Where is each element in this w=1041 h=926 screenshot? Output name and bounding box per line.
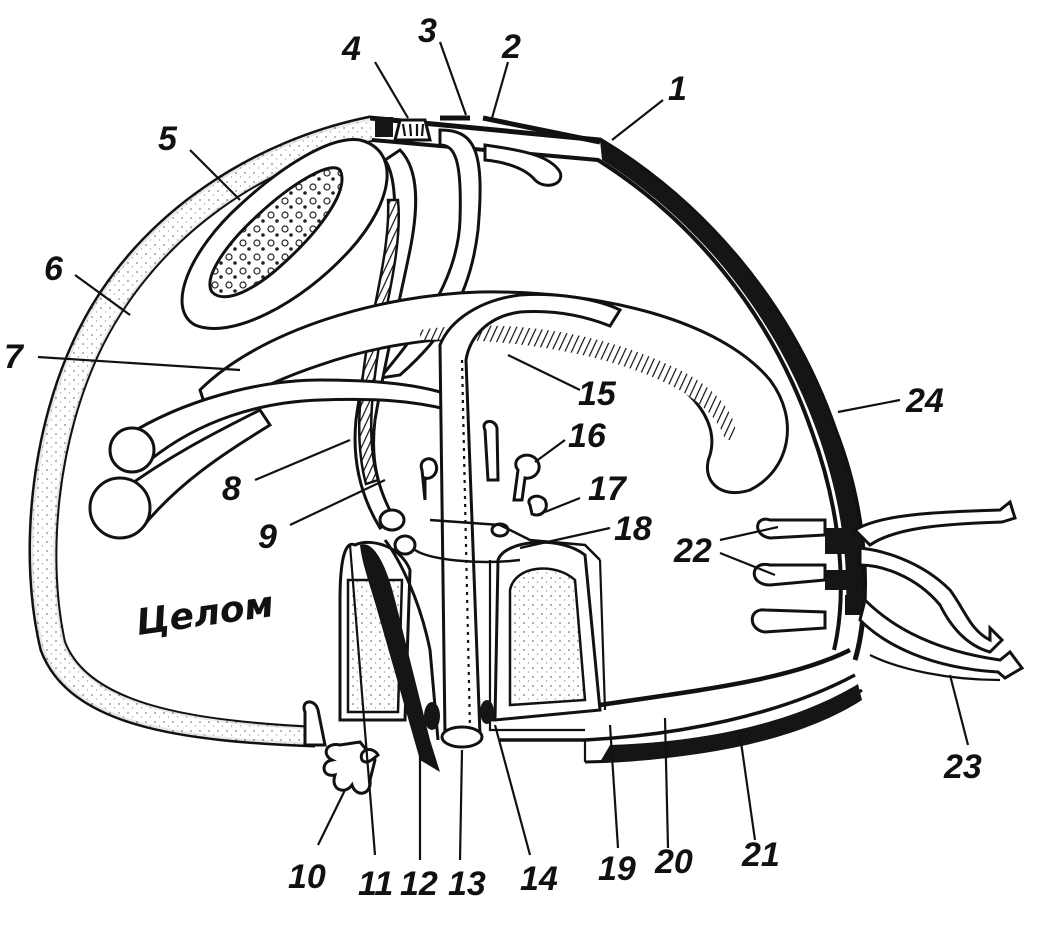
body-wall	[28, 115, 867, 748]
label-19: 19	[598, 850, 636, 888]
label-16: 16	[568, 417, 607, 455]
label-13: 13	[448, 865, 486, 903]
label-2: 2	[501, 28, 521, 66]
label-9: 9	[258, 518, 277, 556]
left-pouch	[338, 539, 440, 772]
label-4: 4	[341, 30, 361, 68]
label-21: 21	[741, 836, 780, 874]
label-12: 12	[400, 865, 438, 903]
madreporite	[375, 115, 601, 145]
right-pouch	[480, 540, 602, 732]
label-1: 1	[668, 70, 687, 108]
coelom-label: Целом	[134, 584, 277, 644]
label-10: 10	[288, 858, 326, 896]
label-24: 24	[905, 382, 944, 420]
tube-feet	[750, 499, 1025, 682]
label-23: 23	[943, 748, 982, 786]
gonad	[180, 138, 389, 330]
label-20: 20	[654, 843, 693, 881]
number-labels: 1 2 3 4 5 6 7 8 9 10 11 12 13 14 15 16 1…	[4, 12, 982, 903]
label-7: 7	[4, 338, 25, 376]
label-6: 6	[44, 250, 64, 288]
label-22: 22	[673, 532, 712, 570]
label-17: 17	[588, 470, 628, 508]
label-3: 3	[418, 12, 437, 50]
oral-tentacles	[302, 700, 380, 795]
label-8: 8	[222, 470, 241, 508]
axial-hook-2	[483, 143, 563, 187]
label-15: 15	[578, 375, 617, 413]
label-11: 11	[358, 865, 393, 903]
label-14: 14	[520, 860, 558, 898]
central-canal	[438, 292, 623, 749]
leader-lines	[37, 41, 970, 861]
left-radial-canal	[88, 378, 452, 540]
label-18: 18	[614, 510, 652, 548]
connectors	[378, 508, 607, 711]
label-5: 5	[158, 120, 178, 158]
